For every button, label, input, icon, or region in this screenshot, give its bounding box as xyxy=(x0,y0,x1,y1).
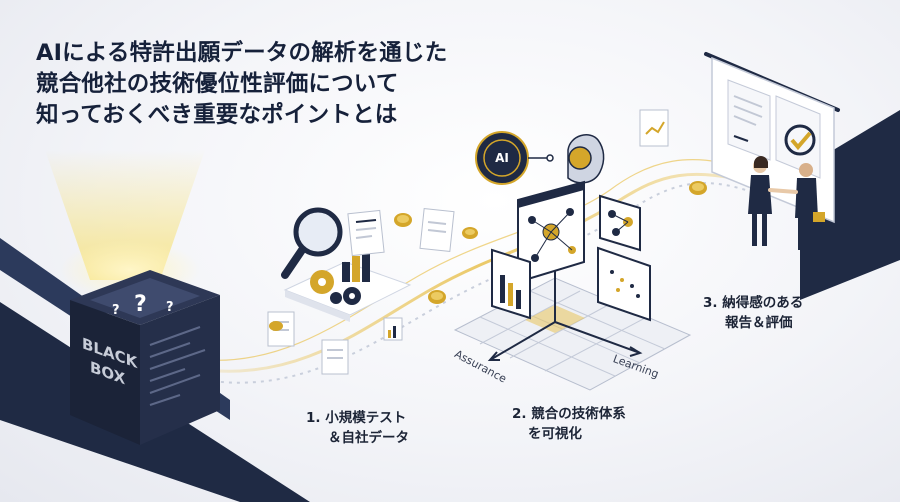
bar-chart-panel xyxy=(491,248,531,320)
businessman-figure xyxy=(768,163,825,250)
step-2-label: 2. 競合の技術体系 を可視化 xyxy=(512,404,626,444)
magnifying-glass-icon xyxy=(281,207,343,279)
step-1-label: 1. 小規模テスト ＆自社データ xyxy=(306,408,409,448)
black-box-front xyxy=(70,300,140,445)
network-graph-panel xyxy=(517,180,585,284)
navy-floor-band-left xyxy=(0,238,310,502)
data-platform-edge xyxy=(285,290,350,322)
coin-icon xyxy=(462,227,478,239)
document-icon xyxy=(321,339,349,375)
businesswoman-figure xyxy=(748,156,772,246)
coin-icon xyxy=(394,213,412,227)
data-stream-3 xyxy=(204,159,751,361)
mini-bar-chart-icon xyxy=(383,317,403,341)
coin-icon xyxy=(689,181,707,195)
presentation-board xyxy=(704,52,840,224)
step-2-line-2: を可視化 xyxy=(528,426,582,442)
title-line-1: AIによる特許出願データの解析を通じた xyxy=(36,40,448,66)
scatter-plot-panel xyxy=(597,246,651,322)
page-title: AIによる特許出願データの解析を通じた 競合他社の技術優位性評価について 知って… xyxy=(36,38,496,131)
node-graph-panel xyxy=(599,194,641,252)
step-3-label: 3. 納得感のある 報告＆評価 xyxy=(703,293,803,333)
step-1-line-2: ＆自社データ xyxy=(328,430,409,446)
black-box-code-lines xyxy=(149,326,206,406)
hand-icon xyxy=(567,134,605,184)
question-mark-icon: ? xyxy=(134,292,147,317)
ai-brain-inner xyxy=(483,139,521,177)
ai-badge-label: AI xyxy=(495,151,509,165)
document-icon xyxy=(347,209,385,257)
coin-icon xyxy=(428,290,446,304)
question-mark-icon-small-2: ? xyxy=(166,300,174,315)
document-icon xyxy=(419,207,455,253)
step-3-line-2: 報告＆評価 xyxy=(725,315,793,331)
bar-chart-icon xyxy=(342,250,370,282)
step-3-line-1: 3. 納得感のある xyxy=(703,295,804,311)
black-box-top-glow xyxy=(90,278,200,318)
data-stream-2 xyxy=(204,182,761,384)
coin-icon xyxy=(269,321,283,331)
step-1-line-1: 1. 小規模テスト xyxy=(306,410,407,426)
gear-icon xyxy=(310,270,361,305)
data-stream xyxy=(204,172,761,373)
title-line-3: 知っておくべき重要なポイントとは xyxy=(36,102,398,128)
step-2-line-1: 2. 競合の技術体系 xyxy=(512,406,626,422)
connector-node xyxy=(546,154,554,162)
question-mark-icon-small: ? xyxy=(112,303,120,318)
title-line-2: 競合他社の技術優位性評価について xyxy=(36,71,399,97)
document-icon xyxy=(639,109,669,147)
